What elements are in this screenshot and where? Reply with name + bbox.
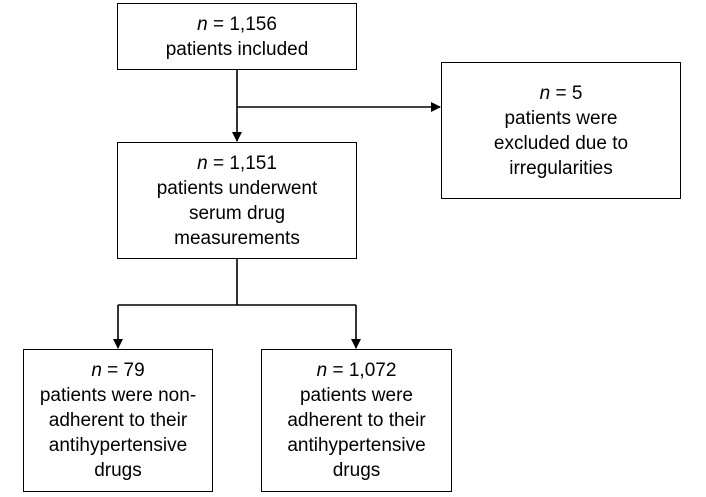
equals-sign: = xyxy=(207,13,230,35)
box-description: patients included xyxy=(166,37,309,62)
description-line: adherent to their xyxy=(287,410,426,431)
box-patients-included: n = 1,156 patients included xyxy=(117,3,357,70)
box-adherent: n = 1,072 patients were adherent to thei… xyxy=(261,349,452,492)
box-description: patients were adherent to their antihype… xyxy=(287,383,425,483)
count-label: n = 1,151 xyxy=(197,151,277,176)
box-serum-measurements: n = 1,151 patients underwent serum drug … xyxy=(117,142,357,259)
description-line: patients were non- xyxy=(39,385,197,406)
equals-sign: = xyxy=(327,360,349,381)
n-symbol: n xyxy=(316,360,328,381)
description-line: drugs xyxy=(94,460,142,481)
count-label: n = 1,156 xyxy=(197,12,277,37)
n-symbol: n xyxy=(539,82,551,104)
description-line: patients included xyxy=(165,38,309,60)
box-description: patients were non- adherent to their ant… xyxy=(40,383,196,483)
description-line: patients were xyxy=(299,385,413,406)
description-line: patients underwent xyxy=(156,177,318,199)
n-symbol: n xyxy=(197,152,208,174)
description-line: drugs xyxy=(332,460,381,481)
count-value: 1,151 xyxy=(229,152,277,174)
description-line: adherent to their xyxy=(48,410,188,431)
description-line: irregularities xyxy=(509,157,613,179)
description-line: antihypertensive xyxy=(48,435,188,456)
count-label: n = 79 xyxy=(91,358,144,383)
count-value: 79 xyxy=(123,360,145,381)
box-non-adherent: n = 79 patients were non- adherent to th… xyxy=(23,349,213,492)
equals-sign: = xyxy=(550,82,572,104)
box-description: patients underwent serum drug measuremen… xyxy=(157,176,318,251)
description-line: antihypertensive xyxy=(287,435,426,456)
n-symbol: n xyxy=(91,360,102,381)
n-symbol: n xyxy=(197,13,208,35)
box-patients-excluded: n = 5 patients were excluded due to irre… xyxy=(441,62,681,199)
count-value: 5 xyxy=(571,82,583,104)
description-line: excluded due to xyxy=(493,132,629,154)
count-label: n = 1,072 xyxy=(317,358,397,383)
description-line: patients were xyxy=(504,107,618,129)
equals-sign: = xyxy=(207,152,230,174)
description-line: serum drug xyxy=(188,202,286,224)
count-value: 1,072 xyxy=(348,360,397,381)
box-description: patients were excluded due to irregulari… xyxy=(494,106,628,181)
description-line: measurements xyxy=(174,227,300,249)
count-value: 1,156 xyxy=(229,13,277,35)
equals-sign: = xyxy=(101,360,124,381)
count-label: n = 5 xyxy=(540,81,583,106)
